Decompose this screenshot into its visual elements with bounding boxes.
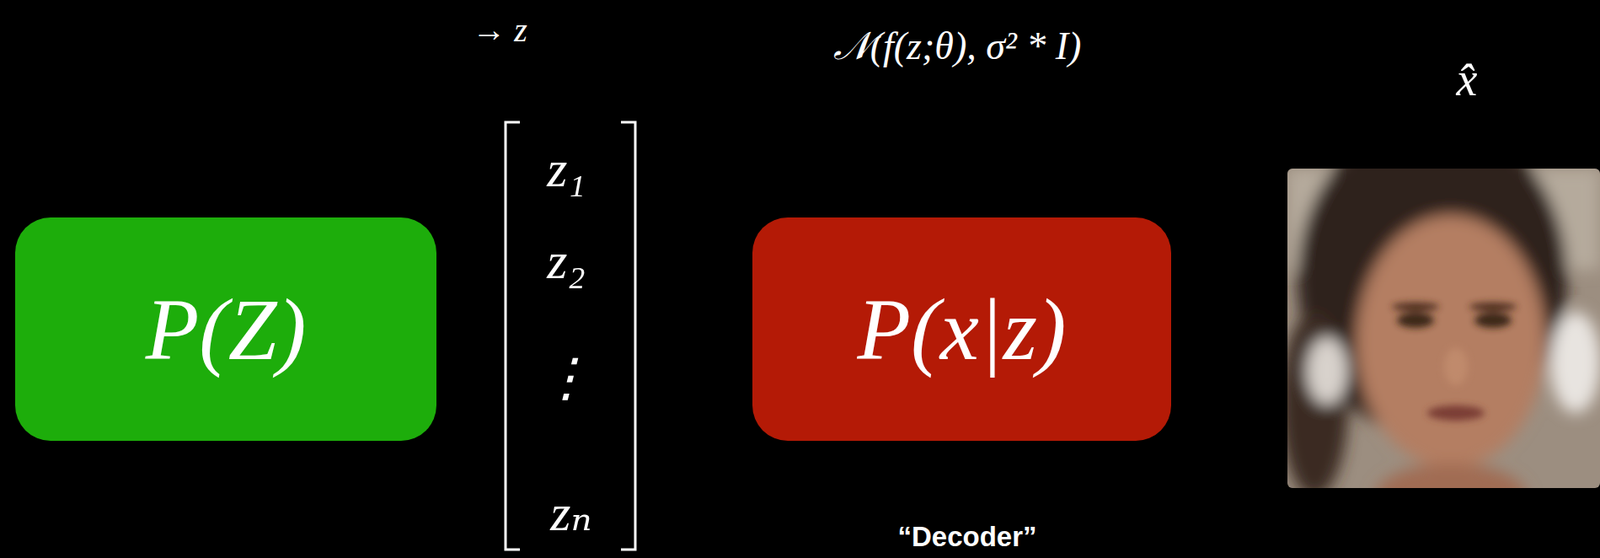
prior-box: P(Z) — [15, 217, 437, 441]
reconstruction-symbol: x̂ — [1456, 55, 1478, 103]
decoder-caption: “Decoder” — [897, 522, 1037, 551]
node-label: P(x|z) — [856, 285, 1066, 374]
latent-arrow-label: → z — [471, 13, 528, 48]
matrix-bracket-left — [505, 122, 520, 550]
vector-ellipsis: ⋮ — [540, 351, 593, 404]
vector-entry: zₙ — [550, 486, 592, 539]
node-label: P(Z) — [145, 285, 307, 374]
vector-entry: z₁ — [546, 142, 586, 195]
vector-entry: z₂ — [546, 234, 586, 287]
face-photo — [1287, 168, 1600, 488]
matrix-bracket-right — [620, 122, 636, 550]
gaussian-formula: 𝒩(f(z;θ), σ² * I) — [833, 26, 1082, 66]
decoder-box: P(x|z) — [752, 217, 1172, 441]
